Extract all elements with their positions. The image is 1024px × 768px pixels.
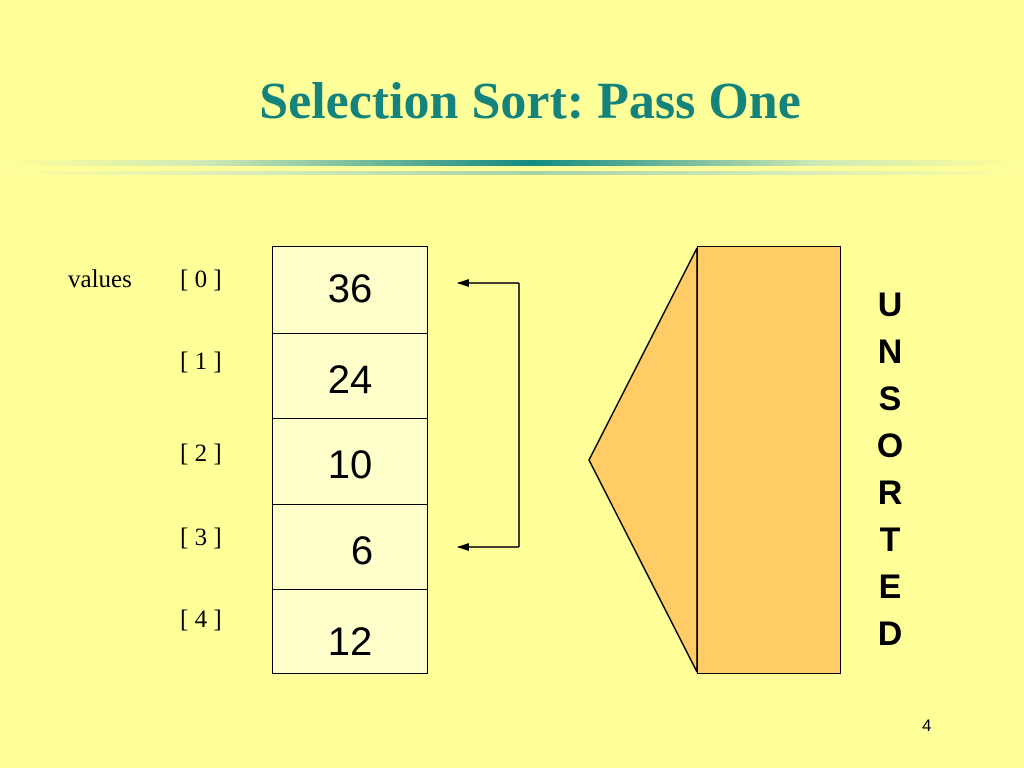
array-cell-4: 12	[273, 589, 427, 675]
unsorted-letter: N	[877, 333, 903, 371]
array-cell-1: 24	[273, 332, 427, 419]
index-label-1: [ 1 ]	[180, 348, 222, 375]
page-number: 4	[922, 716, 932, 735]
swap-bracket	[457, 279, 520, 551]
unsorted-vertical-label: U N S O R T E D	[866, 282, 914, 658]
cell-value-1: 24	[327, 357, 373, 402]
unsorted-letter: S	[878, 380, 902, 418]
array-cell-0: 36	[273, 247, 427, 333]
unsorted-region-box	[697, 246, 841, 674]
index-label-0: [ 0 ]	[180, 266, 222, 293]
index-label-4: [ 4 ]	[180, 606, 222, 633]
title-divider-bottom	[0, 171, 1024, 175]
unsorted-letter: E	[878, 568, 902, 606]
unsorted-range-wedge	[588, 247, 698, 673]
index-label-2: [ 2 ]	[180, 440, 222, 467]
unsorted-letter: U	[877, 286, 903, 324]
array-cell-2: 10	[273, 418, 427, 504]
unsorted-letter: O	[876, 427, 904, 465]
cell-value-2: 10	[327, 443, 373, 488]
array-name-label: values	[68, 266, 132, 293]
unsorted-letter: R	[877, 474, 903, 512]
cell-value-4: 12	[327, 620, 373, 665]
unsorted-letter: T	[879, 521, 901, 559]
array-cells: 36 24 10 6 12	[272, 246, 428, 674]
index-label-3: [ 3 ]	[180, 524, 222, 551]
cell-value-3: 6	[350, 528, 374, 573]
title-divider-top	[0, 160, 1024, 166]
array-cell-3: 6	[273, 503, 427, 590]
cell-value-0: 36	[327, 267, 373, 311]
unsorted-letter: D	[877, 615, 903, 653]
slide-title: Selection Sort: Pass One	[259, 73, 801, 130]
